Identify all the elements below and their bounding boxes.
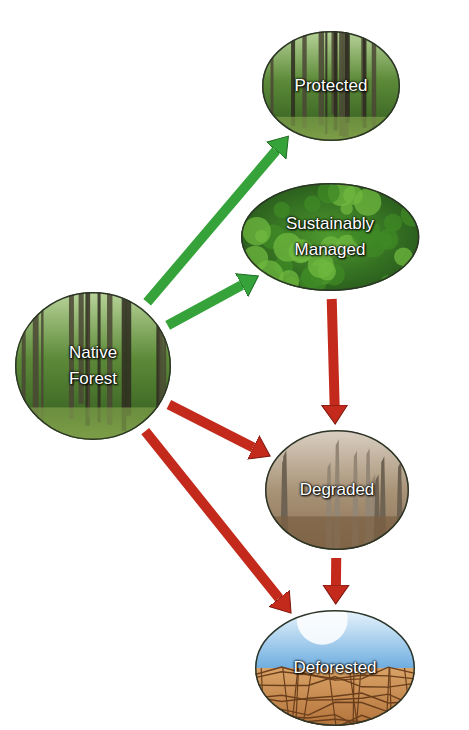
forest-state-ellipse: Native Forest — [15, 292, 171, 440]
node-label: Deforested — [293, 655, 376, 681]
arrow-connector — [169, 405, 253, 448]
arrow-connector — [332, 299, 335, 405]
forest-state-ellipse: Protected — [262, 31, 400, 141]
arrow-connector — [145, 431, 279, 598]
forest-state-ellipse: Degraded — [265, 430, 409, 550]
node-label: Native Forest — [48, 340, 138, 393]
node-label: Sustainably Managed — [274, 211, 386, 264]
arrow-connector — [168, 285, 242, 325]
forest-state-ellipse: Deforested — [255, 610, 415, 726]
arrow-connector — [331, 558, 341, 585]
ellipse-outline — [241, 183, 419, 291]
forest-state-ellipse: Sustainably Managed — [241, 183, 419, 291]
arrow-connector — [147, 151, 276, 303]
node-label: Protected — [295, 73, 368, 99]
ellipse-outline — [15, 292, 171, 440]
node-label: Degraded — [300, 477, 375, 503]
